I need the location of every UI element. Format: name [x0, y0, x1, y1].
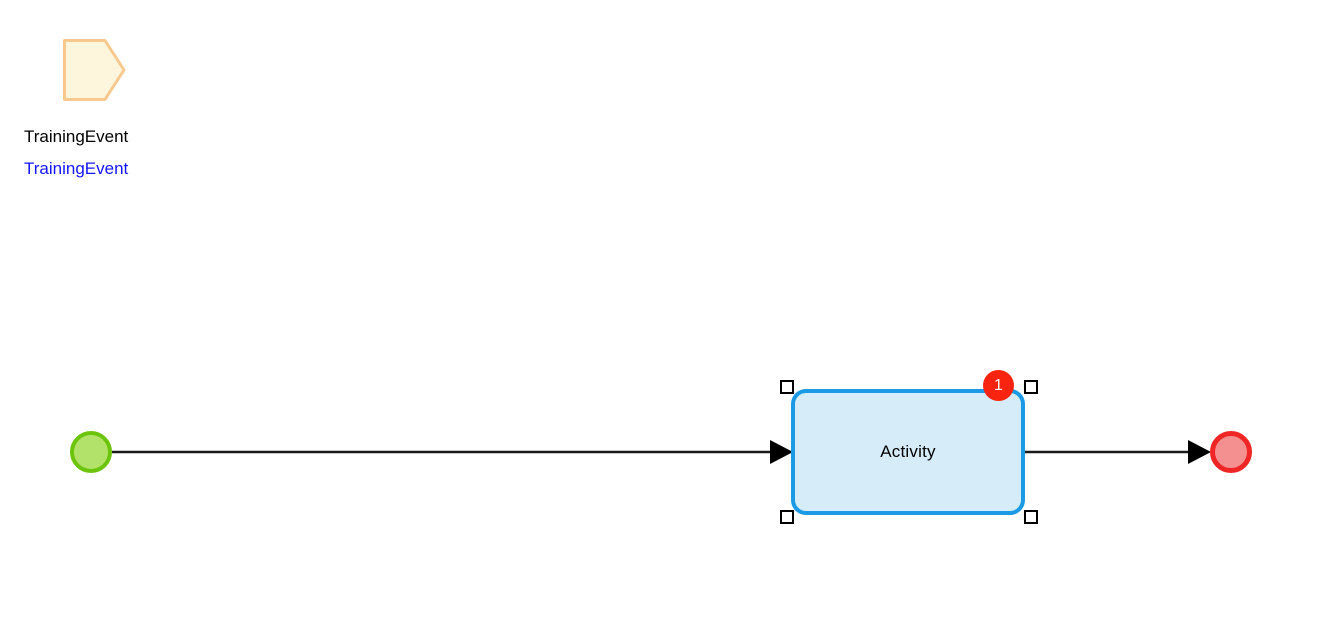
- training-event-name: TrainingEvent: [24, 127, 129, 146]
- connector-start-to-activity[interactable]: [112, 440, 793, 464]
- arrowhead-icon: [1188, 440, 1211, 464]
- activity-task-label: Activity: [880, 442, 936, 461]
- end-event-node[interactable]: [1210, 431, 1252, 473]
- selection-handle-bottom-left[interactable]: [780, 510, 794, 524]
- selection-handle-top-right[interactable]: [1024, 380, 1038, 394]
- start-event-node[interactable]: [70, 431, 112, 473]
- training-event-annotation[interactable]: TrainingEvent TrainingEvent: [24, 38, 284, 181]
- selection-handle-top-left[interactable]: [780, 380, 794, 394]
- selection-handle-bottom-right[interactable]: [1024, 510, 1038, 524]
- training-event-link[interactable]: TrainingEvent: [24, 159, 129, 178]
- activity-badge-count[interactable]: 1: [983, 370, 1014, 401]
- activity-task-node[interactable]: Activity: [791, 389, 1025, 515]
- connector-activity-to-end[interactable]: [1025, 440, 1211, 464]
- arrowhead-icon: [770, 440, 793, 464]
- event-pentagon-icon[interactable]: [62, 38, 182, 102]
- training-event-shape-wrap: [62, 38, 182, 102]
